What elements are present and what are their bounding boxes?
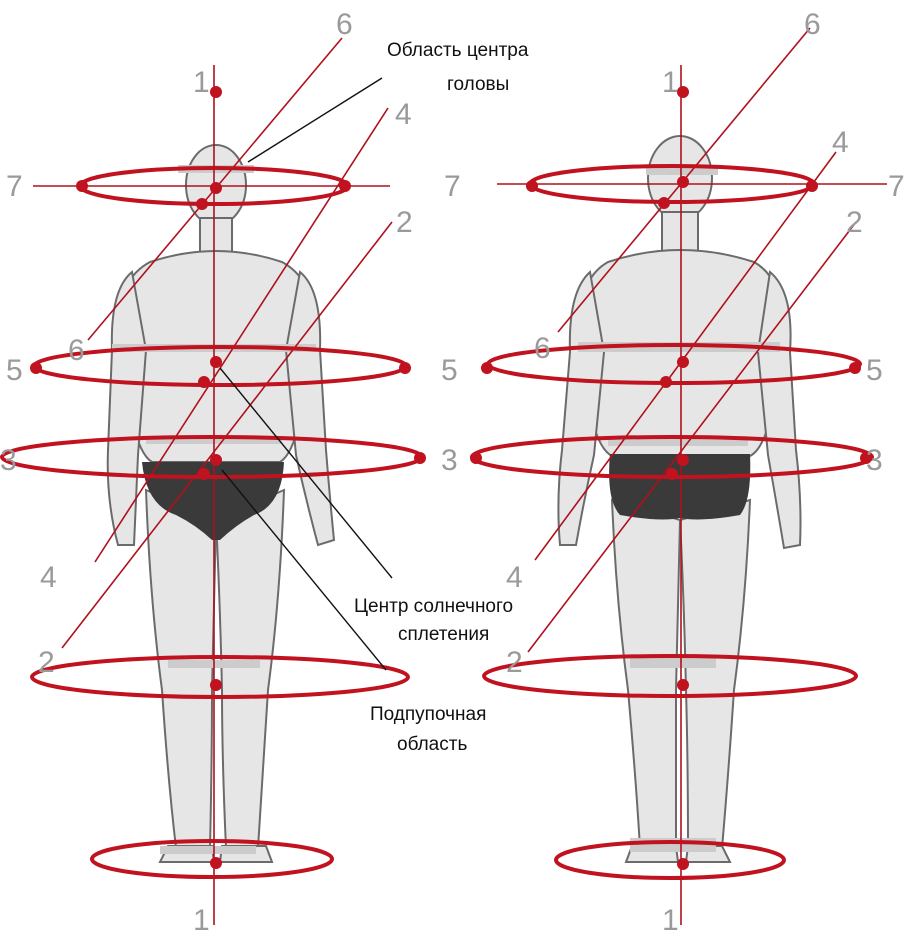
back-dot-top	[677, 86, 689, 98]
back-num-6-bottom: 6	[534, 332, 551, 365]
back-num-7-left: 7	[444, 170, 461, 203]
back-dot	[677, 858, 689, 870]
front-dot	[210, 182, 222, 194]
back-num-1-bottom: 1	[662, 904, 679, 936]
back-num-4-top: 4	[832, 126, 849, 159]
front-num-5-left: 5	[6, 354, 23, 387]
back-dot	[677, 454, 689, 466]
back-dot	[666, 468, 678, 480]
back-band-knee	[630, 658, 716, 668]
back-dot	[677, 679, 689, 691]
back-num-3-left: 3	[441, 444, 458, 477]
back-dot	[660, 376, 672, 388]
back-num-3-right: 3	[866, 444, 883, 477]
label-solar-plexus-line2: сплетения	[398, 624, 489, 645]
front-num-3-left: 3	[0, 444, 17, 477]
back-num-6-top: 6	[804, 8, 821, 41]
back-num-5-right: 5	[866, 354, 883, 387]
label-head-center-line2: головы	[447, 74, 509, 95]
back-dot	[806, 180, 818, 192]
back-dot	[470, 452, 482, 464]
front-num-7-left: 7	[6, 170, 23, 203]
back-dot	[677, 176, 689, 188]
back-num-2-bottom: 2	[506, 646, 523, 679]
front-dot	[76, 180, 88, 192]
front-dot	[196, 198, 208, 210]
back-neck	[662, 212, 698, 254]
back-arm-left	[558, 272, 604, 545]
front-dot	[198, 468, 210, 480]
front-leg-right	[216, 490, 284, 848]
front-num-2-bottom: 2	[38, 646, 55, 679]
label-pubic-line2: область	[397, 734, 467, 755]
front-dot	[210, 454, 222, 466]
front-figure	[108, 145, 334, 862]
back-dot	[658, 197, 670, 209]
front-dot	[198, 376, 210, 388]
front-num-2-top: 2	[396, 206, 413, 239]
front-dot	[399, 362, 411, 374]
back-num-7-right: 7	[888, 170, 905, 203]
back-num-2-top: 2	[846, 206, 863, 239]
label-pubic-line1: Подпупочная	[370, 704, 486, 725]
front-band-feet	[160, 846, 256, 854]
back-num-5-left: 5	[441, 354, 458, 387]
back-num-1-top: 1	[662, 66, 679, 99]
front-arm-right	[286, 272, 334, 545]
back-dot	[481, 362, 493, 374]
front-dot	[30, 362, 42, 374]
back-arm-right	[758, 272, 801, 548]
label-head-center-line1: Область центра	[387, 40, 529, 61]
front-num-6-bottom: 6	[68, 334, 85, 367]
front-leg-left	[146, 490, 216, 848]
annotations: Область центра головы Центр солнечного с…	[354, 40, 529, 755]
back-num-4-bottom: 4	[506, 561, 523, 594]
label-solar-plexus-line1: Центр солнечного	[354, 596, 513, 617]
front-dot	[210, 857, 222, 869]
front-num-6-top: 6	[336, 8, 353, 41]
front-dot	[210, 356, 222, 368]
front-dot	[210, 679, 222, 691]
front-num-1-bottom: 1	[193, 904, 210, 936]
front-arm-left	[108, 272, 146, 545]
front-dot-top	[210, 86, 222, 98]
back-dot	[677, 356, 689, 368]
back-dot	[526, 180, 538, 192]
front-dot	[339, 180, 351, 192]
back-leg-left	[612, 500, 680, 848]
back-leg-right	[680, 500, 750, 848]
front-num-4-bottom: 4	[40, 561, 57, 594]
back-dot	[849, 362, 861, 374]
front-num-1-top: 1	[193, 66, 210, 99]
back-figure	[558, 136, 800, 862]
front-num-4-top: 4	[395, 98, 412, 131]
front-dot	[414, 452, 426, 464]
